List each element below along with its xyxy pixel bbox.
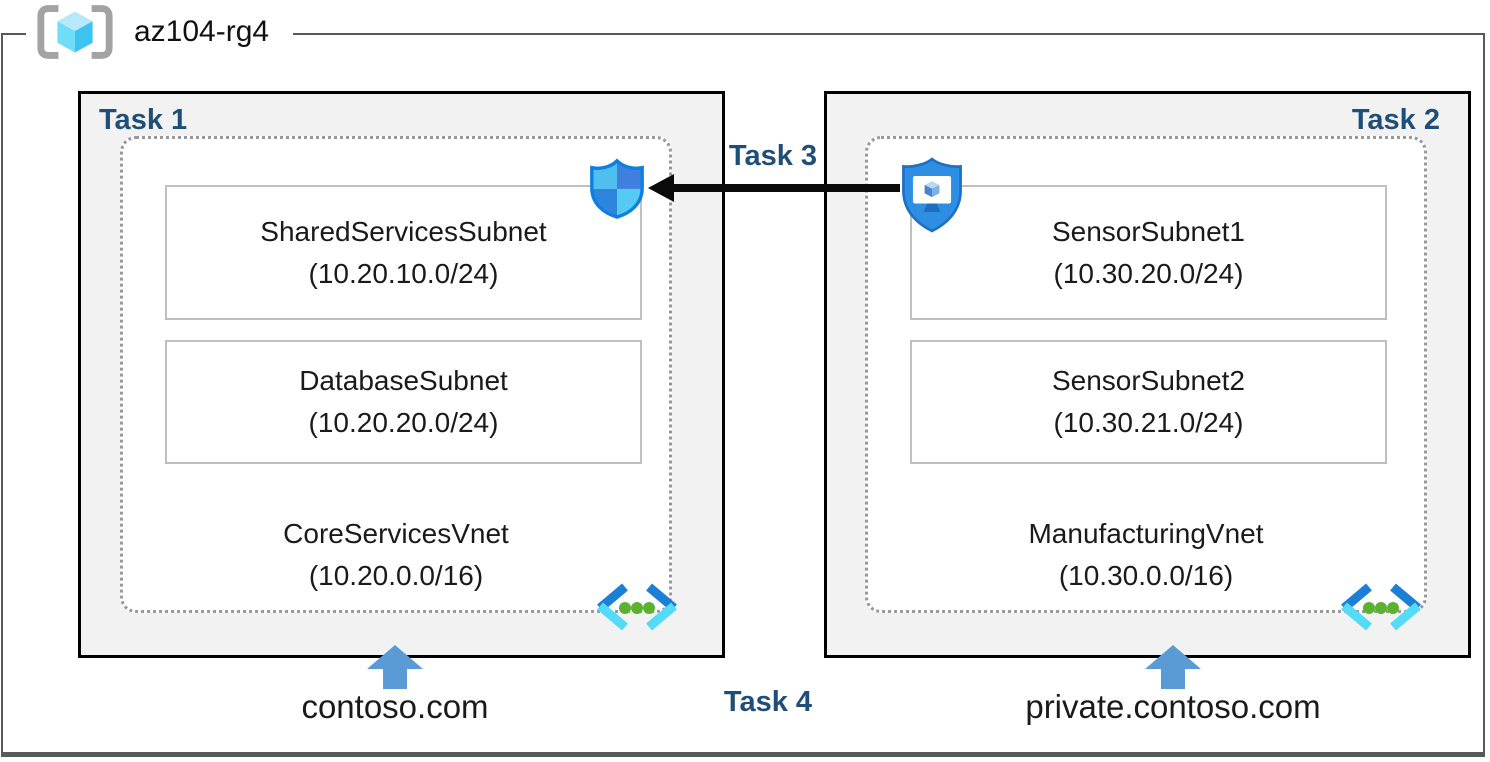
black-left-arrow-head: [648, 174, 674, 202]
arrow-head: [1145, 645, 1201, 669]
subnet-name: DatabaseSubnet: [299, 365, 508, 396]
sensor-subnet1-box: SensorSubnet1 (10.30.20.0/24): [910, 185, 1387, 320]
subnet-name: SensorSubnet2: [1051, 365, 1246, 396]
subnet-cidr: (10.20.10.0/24): [308, 257, 499, 289]
subnet-cidr: (10.20.20.0/24): [308, 407, 499, 438]
arrow-stem: [383, 669, 407, 689]
subnet-cidr: (10.30.21.0/24): [1053, 407, 1244, 438]
contoso-domain-label: contoso.com: [301, 688, 489, 725]
manufacturing-vnet-name: ManufacturingVnet (10.30.0.0/16): [868, 513, 1424, 597]
subnet-name: SharedServicesSubnet: [260, 215, 547, 247]
resource-group-name: az104-rg4: [134, 15, 270, 48]
black-left-arrow-line: [672, 184, 900, 192]
private-contoso-domain-label: private.contoso.com: [1025, 688, 1321, 725]
subnet-name: SensorSubnet1: [1051, 215, 1246, 247]
blue-up-arrow-right: [1145, 645, 1201, 689]
manufacturing-vnet-boundary: SensorSubnet1 (10.30.20.0/24) SensorSubn…: [865, 136, 1427, 613]
arrow-head: [367, 645, 423, 669]
task3-label: Task 3: [728, 140, 818, 172]
vnet-name-text: ManufacturingVnet: [1028, 518, 1264, 549]
arrow-stem: [1161, 669, 1185, 689]
blue-up-arrow-left: [367, 645, 423, 689]
resource-group-frame: [1, 33, 1485, 757]
network-security-group-icon: [590, 158, 644, 219]
sensor-subnet2-box: SensorSubnet2 (10.30.21.0/24): [910, 340, 1387, 464]
subnet-cidr: (10.30.20.0/24): [1053, 257, 1244, 289]
core-services-vnet-boundary: SharedServicesSubnet (10.20.10.0/24) Dat…: [120, 136, 672, 613]
database-subnet-box: DatabaseSubnet (10.20.20.0/24): [165, 340, 642, 464]
vnet-cidr-text: (10.30.0.0/16): [1058, 560, 1234, 591]
virtual-network-icon: [597, 583, 677, 631]
shared-services-subnet-box: SharedServicesSubnet (10.20.10.0/24): [165, 185, 642, 320]
task2-label: Task 2: [1351, 104, 1440, 136]
vnet-cidr-text: (10.20.0.0/16): [308, 560, 484, 591]
task1-label: Task 1: [99, 104, 188, 136]
virtual-network-icon: [1341, 583, 1421, 631]
resource-group-icon: [37, 5, 113, 59]
bastion-icon: [902, 157, 962, 233]
core-services-vnet-name: CoreServicesVnet (10.20.0.0/16): [123, 513, 669, 597]
resource-group-legend: az104-rg4: [26, 1, 294, 63]
task4-label: Task 4: [723, 686, 813, 718]
vnet-name-text: CoreServicesVnet: [283, 518, 509, 549]
